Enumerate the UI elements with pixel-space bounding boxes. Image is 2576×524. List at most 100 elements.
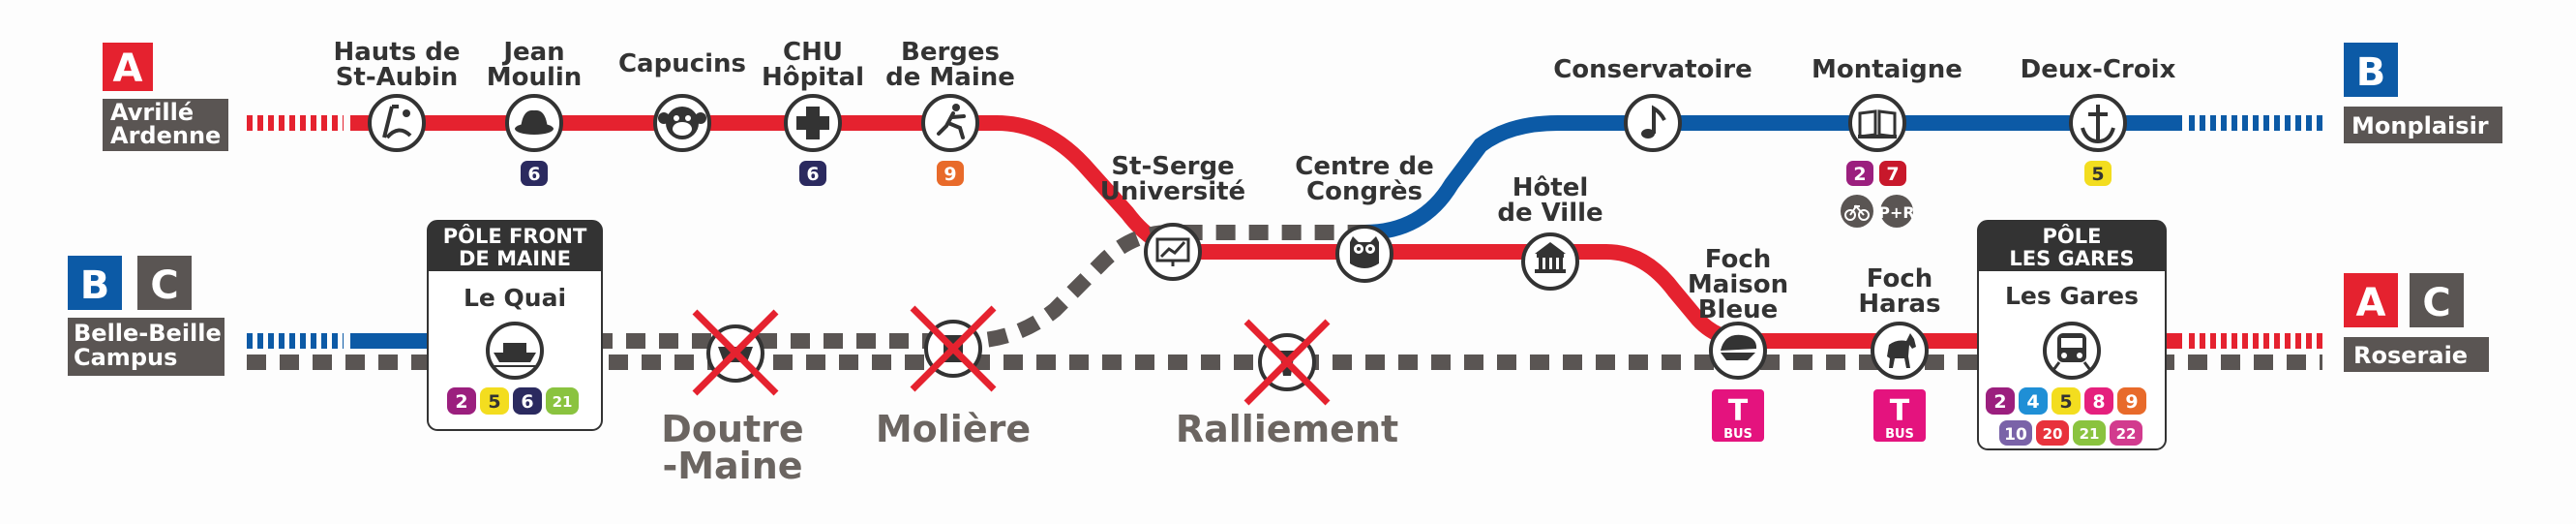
pole-header [1978, 221, 2166, 271]
station-marker [1848, 94, 1906, 152]
station-name: CHU [783, 38, 843, 67]
bus-line-badge [1879, 161, 1906, 186]
bus-connection-badge [1873, 389, 1926, 442]
station-name: St-Serge [1111, 152, 1234, 181]
bike-park-icon [1841, 195, 1873, 228]
station-jean-moulin[interactable]: Jean Moulin 6 [487, 38, 583, 186]
svg-text:B: B [80, 263, 110, 308]
station-hotel-de-ville[interactable]: Hôtel de Ville [1497, 173, 1603, 291]
svg-text:2: 2 [455, 391, 467, 413]
svg-text:6: 6 [527, 164, 540, 185]
bus-line-badge [937, 161, 964, 186]
station-le-quai[interactable]: 2 5 6 21 [447, 322, 579, 415]
station-name: Hôpital [762, 63, 864, 92]
svg-text:20: 20 [2043, 425, 2063, 443]
station-name: Le Quai [464, 284, 566, 312]
station-name: Berges [901, 38, 1000, 67]
station-name: de Ville [1497, 199, 1603, 228]
station-berges-de-maine[interactable]: Berges de Maine 9 [885, 38, 1015, 186]
station-foch-haras[interactable]: Foch Haras T BUS [1858, 264, 1941, 442]
terminal-label-box [68, 318, 225, 376]
station-name: Deux-Croix [2021, 55, 2176, 84]
station-foch-maison-bleue[interactable]: Foch Maison Bleue T BUS [1688, 245, 1788, 442]
bus-line-badge [513, 387, 542, 415]
station-name: Montaigne [1812, 55, 1962, 84]
music-note-icon [1641, 105, 1666, 139]
line-b-east [1363, 115, 2182, 240]
station-ralliement-closed[interactable]: Ralliement [1176, 319, 1398, 450]
station-hauts-de-st-aubin[interactable]: Hauts de St-Aubin [333, 38, 461, 152]
terminal-a-west[interactable]: A Avrillé Ardenne [103, 43, 228, 151]
station-name: Capucins [618, 49, 746, 78]
station-name: Hauts de [333, 38, 460, 67]
terminal-label-box [2344, 337, 2489, 372]
station-name: Université [1100, 177, 1245, 206]
runner-icon [937, 104, 966, 139]
bus-line-badge [2052, 387, 2081, 415]
svg-text:22: 22 [2116, 425, 2137, 443]
svg-text:6: 6 [806, 164, 819, 185]
station-moliere-closed[interactable]: Molière [876, 305, 1031, 450]
svg-text:10: 10 [2004, 425, 2027, 445]
station-name: Foch [1867, 264, 1933, 293]
line-b-sign [2344, 43, 2398, 97]
bus-line-badge [1999, 420, 2032, 446]
station-centre-de-congres[interactable]: Centre de Congrès [1295, 152, 1434, 283]
svg-text:7: 7 [1886, 164, 1899, 185]
svg-text:5: 5 [488, 391, 500, 413]
station-name: Les Gares [2005, 282, 2139, 310]
bus-line-badge [1986, 387, 2015, 415]
line-c-sign [2410, 273, 2464, 327]
station-chu-hopital[interactable]: CHU Hôpital 6 [762, 38, 864, 186]
medical-cross-icon [796, 107, 829, 139]
svg-text:C: C [150, 263, 178, 308]
station-st-serge-universite[interactable]: St-Serge Université [1100, 152, 1245, 281]
svg-text:DE MAINE: DE MAINE [459, 247, 571, 270]
bus-line-badge [2084, 161, 2112, 186]
bus-line-badge [2036, 420, 2069, 446]
svg-text:5: 5 [2059, 391, 2072, 413]
terminal-bc-west[interactable]: B C Belle-Beille Campus [68, 256, 225, 376]
svg-text:BUS: BUS [1723, 427, 1752, 442]
terminal-label: Monplaisir [2351, 112, 2489, 139]
station-montaigne[interactable]: Montaigne 2 7 P+R [1812, 55, 1962, 228]
station-name: de Maine [885, 63, 1015, 92]
svg-text:PÔLE: PÔLE [2043, 224, 2102, 248]
svg-text:B: B [2356, 50, 2386, 95]
boat-icon [492, 343, 538, 367]
cap-icon [1721, 334, 1757, 360]
svg-text:C: C [2422, 281, 2450, 325]
terminal-label: Ardenne [110, 122, 221, 149]
svg-text:PÔLE FRONT: PÔLE FRONT [443, 224, 587, 248]
svg-text:9: 9 [2125, 391, 2138, 413]
bus-line-badge [2110, 420, 2142, 446]
terminal-b-east[interactable]: B Monplaisir [2344, 43, 2502, 143]
station-conservatoire[interactable]: Conservatoire [1553, 55, 1752, 152]
horse-icon [1887, 333, 1916, 368]
bus-line-badge [799, 161, 826, 186]
terminal-label-box [2344, 107, 2502, 143]
station-name: Moulin [487, 63, 583, 92]
anchor-cross-icon [2081, 105, 2115, 144]
terminal-ac-east[interactable]: A C Roseraie [2344, 273, 2489, 372]
line-c-sign [137, 256, 192, 310]
line-a-sign [2344, 273, 2398, 327]
station-capucins[interactable]: Capucins [618, 49, 746, 152]
station-deux-croix[interactable]: Deux-Croix 5 [2021, 55, 2176, 186]
park-and-ride-icon: P+R [1878, 195, 1915, 228]
bus-line-badge [2073, 420, 2106, 446]
terminal-label-box [103, 99, 228, 151]
bus-line-badge [2117, 387, 2146, 415]
station-name: Haras [1858, 290, 1940, 319]
svg-text:21: 21 [2080, 425, 2100, 443]
svg-text:21: 21 [553, 393, 573, 411]
station-name: Foch [1705, 245, 1772, 274]
svg-text:T: T [1890, 394, 1910, 428]
station-marker [1521, 232, 1579, 291]
svg-text:6: 6 [521, 391, 533, 413]
bus-line-badge [546, 387, 579, 415]
line-b-sign [68, 256, 122, 310]
station-name: Conservatoire [1553, 55, 1752, 84]
station-les-gares[interactable]: 2 4 5 8 9 10 20 21 22 [1986, 322, 2146, 446]
station-doutre-maine-closed[interactable]: Doutre -Maine [661, 309, 804, 487]
